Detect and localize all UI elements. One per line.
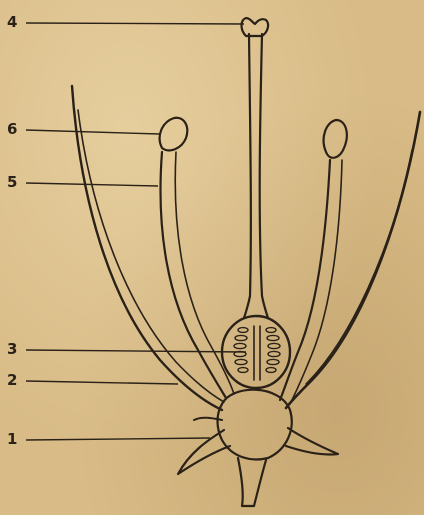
label-4: 4 [7,15,17,30]
label-3: 3 [7,342,17,357]
petal-right [286,112,420,408]
stigma [242,18,269,36]
ovules [234,328,280,373]
anther-left [160,118,188,151]
leader-line-1 [26,438,210,440]
stamen-left-filament [161,152,227,398]
label-5: 5 [7,175,17,190]
anther-right [324,120,347,158]
label-1: 1 [7,432,17,447]
petal-left [72,86,222,410]
leader-line-6 [26,130,160,134]
sepal-right [286,428,338,455]
leader-line-2 [26,381,178,384]
label-2: 2 [7,373,17,388]
style [244,34,251,318]
sepal-left [178,430,230,474]
label-6: 6 [7,122,17,137]
leader-line-4 [26,23,244,24]
pedicel [238,458,266,506]
